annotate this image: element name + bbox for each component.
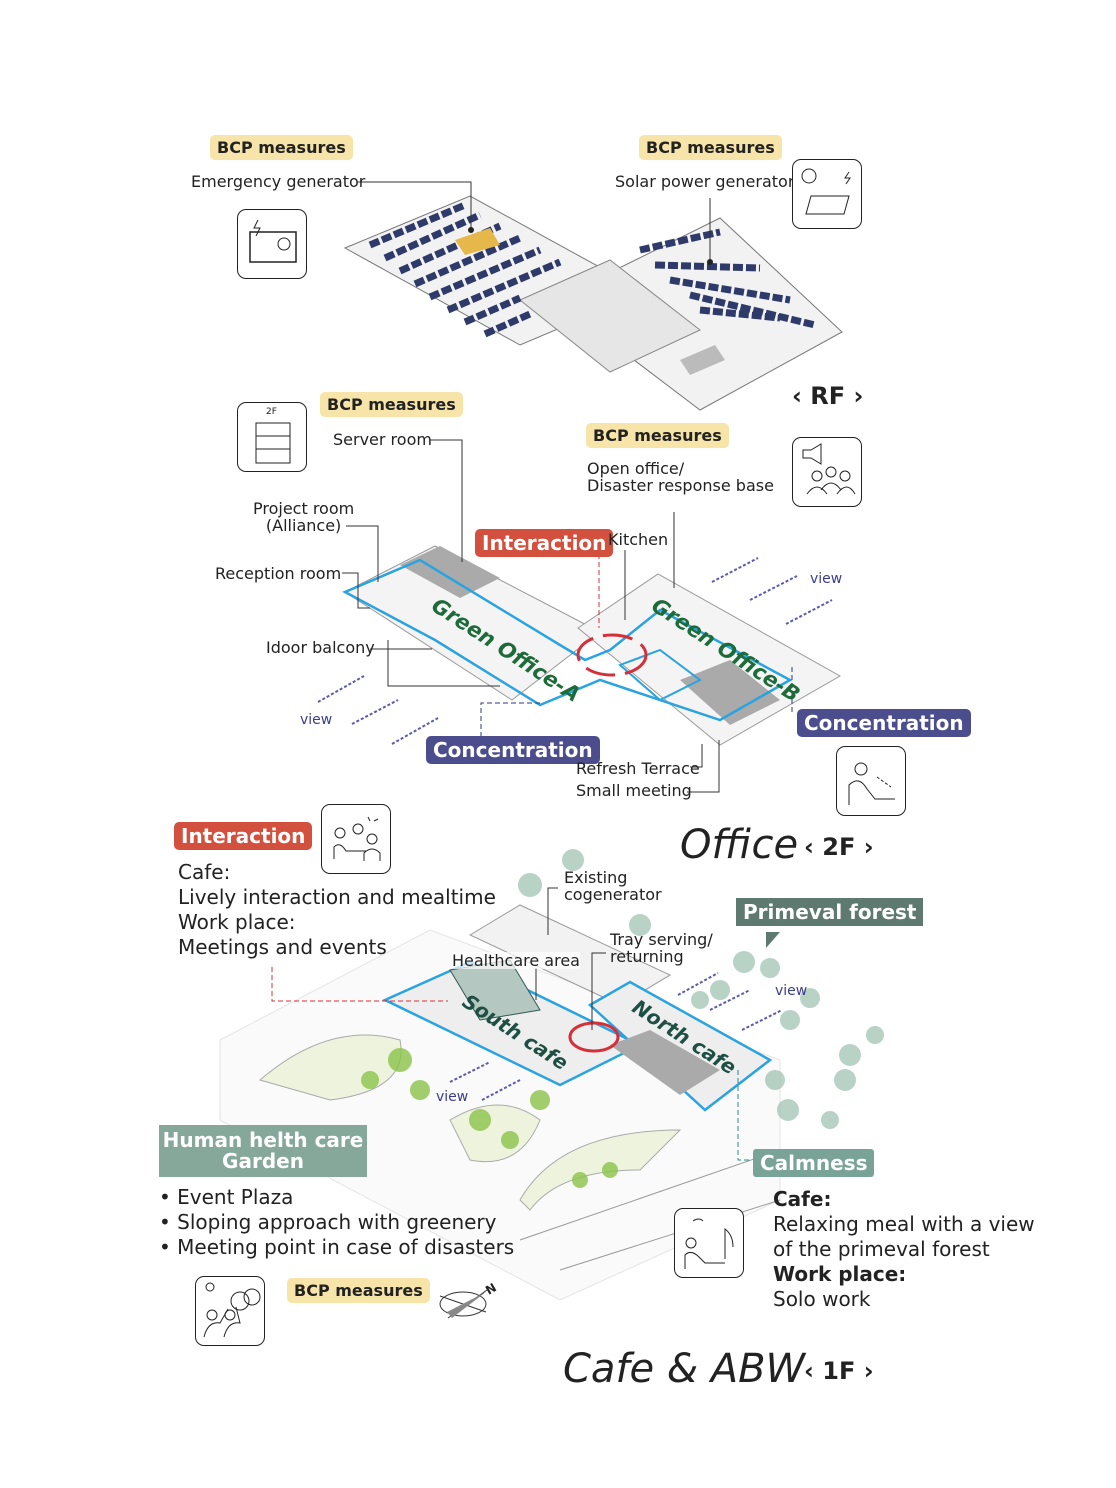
garden-line1: Human helth care bbox=[162, 1128, 364, 1152]
people-talking-icon bbox=[321, 804, 391, 874]
floor-2f-text: 2F bbox=[822, 833, 856, 861]
server-rack-icon: 2F bbox=[237, 402, 307, 472]
healthcare-area-label: Healthcare area bbox=[452, 951, 580, 970]
cogen-line2: cogenerator bbox=[564, 885, 662, 904]
megaphone-people-icon bbox=[792, 437, 862, 507]
primeval-forest-tag: Primeval forest bbox=[736, 898, 924, 926]
solar-generator-label: Solar power generator bbox=[615, 172, 795, 191]
bcp-badge: BCP measures bbox=[586, 423, 729, 448]
cogen-line1: Existing bbox=[564, 868, 628, 887]
server-room-label: Server room bbox=[333, 430, 432, 449]
reception-room-label: Reception room bbox=[215, 564, 342, 583]
floor-1f-text: 1F bbox=[822, 1357, 856, 1385]
emergency-generator-label: Emergency generator bbox=[191, 172, 366, 191]
desc-line: Solo work bbox=[773, 1287, 871, 1311]
desc-line: Work place: bbox=[178, 910, 296, 934]
cafe-1f-plan bbox=[219, 849, 884, 1301]
list-item: • Sloping approach with greenery bbox=[159, 1210, 497, 1234]
concentration-tag: Concentration bbox=[426, 736, 600, 764]
floor-label-2f: ‹ 2F › bbox=[804, 833, 874, 861]
bcp-badge: BCP measures bbox=[210, 135, 353, 160]
view-label: view bbox=[775, 983, 808, 999]
concentration-2f-links bbox=[480, 665, 793, 737]
view-label: view bbox=[810, 571, 843, 587]
person-relaxing-icon bbox=[674, 1208, 744, 1278]
calm-work-heading: Work place: bbox=[773, 1262, 907, 1286]
primeval-forest-pointer bbox=[766, 932, 780, 948]
garden-line2: Garden bbox=[222, 1149, 304, 1173]
refresh-terrace-label: Refresh Terrace bbox=[576, 759, 700, 778]
interaction-description: Cafe: Lively interaction and mealtime Wo… bbox=[178, 860, 496, 960]
calmness-description: Cafe: Relaxing meal with a view of the p… bbox=[773, 1187, 1035, 1312]
kitchen-label: Kitchen bbox=[608, 530, 669, 549]
compass-icon bbox=[439, 1289, 488, 1319]
bcp-badge: BCP measures bbox=[287, 1278, 430, 1303]
1f-leaders bbox=[535, 887, 606, 1030]
calmness-1f-link bbox=[737, 1070, 752, 1161]
calmness-tag: Calmness bbox=[753, 1149, 875, 1177]
server-icon-label: 2F bbox=[266, 407, 277, 417]
interaction-tag: Interaction bbox=[475, 529, 614, 557]
tray-line1: Tray serving/ bbox=[610, 930, 713, 949]
open-office-line1: Open office/ bbox=[587, 459, 685, 478]
office-2f-plan bbox=[317, 545, 842, 746]
interaction-tag: Interaction bbox=[174, 822, 313, 850]
desc-line: Relaxing meal with a view bbox=[773, 1212, 1035, 1236]
2f-leaders bbox=[342, 439, 720, 793]
desc-line: of the primeval forest bbox=[773, 1237, 990, 1261]
generator-icon bbox=[237, 209, 307, 279]
floor-label-1f: ‹ 1F › bbox=[804, 1357, 874, 1385]
concentration-tag: Concentration bbox=[797, 709, 971, 737]
view-label: view bbox=[300, 712, 333, 728]
interaction-1f-link bbox=[271, 967, 448, 1002]
roof-plan bbox=[343, 195, 843, 411]
tray-label: Tray serving/returning bbox=[610, 931, 713, 965]
list-item-text: Event Plaza bbox=[177, 1185, 294, 1209]
person-laptop-icon bbox=[836, 746, 906, 816]
bcp-badge: BCP measures bbox=[639, 135, 782, 160]
view-label: view bbox=[436, 1089, 469, 1105]
project-room-line2: (Alliance) bbox=[265, 516, 342, 535]
solar-panel-icon bbox=[792, 159, 862, 229]
tray-line2: returning bbox=[610, 947, 684, 966]
open-office-line2: Disaster response base bbox=[587, 476, 774, 495]
bcp-badge: BCP measures bbox=[320, 392, 463, 417]
cafe-abw-title: Cafe & ABW bbox=[563, 1346, 806, 1392]
project-room-label: Project room(Alliance) bbox=[253, 500, 354, 534]
desc-line: Cafe: bbox=[178, 860, 231, 884]
small-meeting-label: Small meeting bbox=[576, 781, 692, 800]
floor-rf-text: RF bbox=[810, 382, 846, 410]
calm-cafe-heading: Cafe: bbox=[773, 1187, 832, 1211]
project-room-line1: Project room bbox=[253, 499, 355, 518]
open-office-label: Open office/Disaster response base bbox=[587, 460, 774, 494]
list-item: • Event Plaza bbox=[159, 1185, 294, 1209]
desc-line: Lively interaction and mealtime bbox=[178, 885, 496, 909]
garden-list: • Event Plaza • Sloping approach with gr… bbox=[159, 1185, 514, 1260]
list-item-text: Meeting point in case of disasters bbox=[177, 1235, 515, 1259]
list-item: • Meeting point in case of disasters bbox=[159, 1235, 515, 1259]
desc-line: Meetings and events bbox=[178, 935, 387, 959]
people-trees-icon bbox=[195, 1276, 265, 1346]
office-title: Office bbox=[680, 822, 799, 868]
floor-label-rf: ‹ RF › bbox=[792, 382, 864, 410]
indoor-balcony-label: Idoor balcony bbox=[266, 638, 375, 657]
list-item-text: Sloping approach with greenery bbox=[177, 1210, 497, 1234]
rf-leaders bbox=[358, 181, 711, 262]
